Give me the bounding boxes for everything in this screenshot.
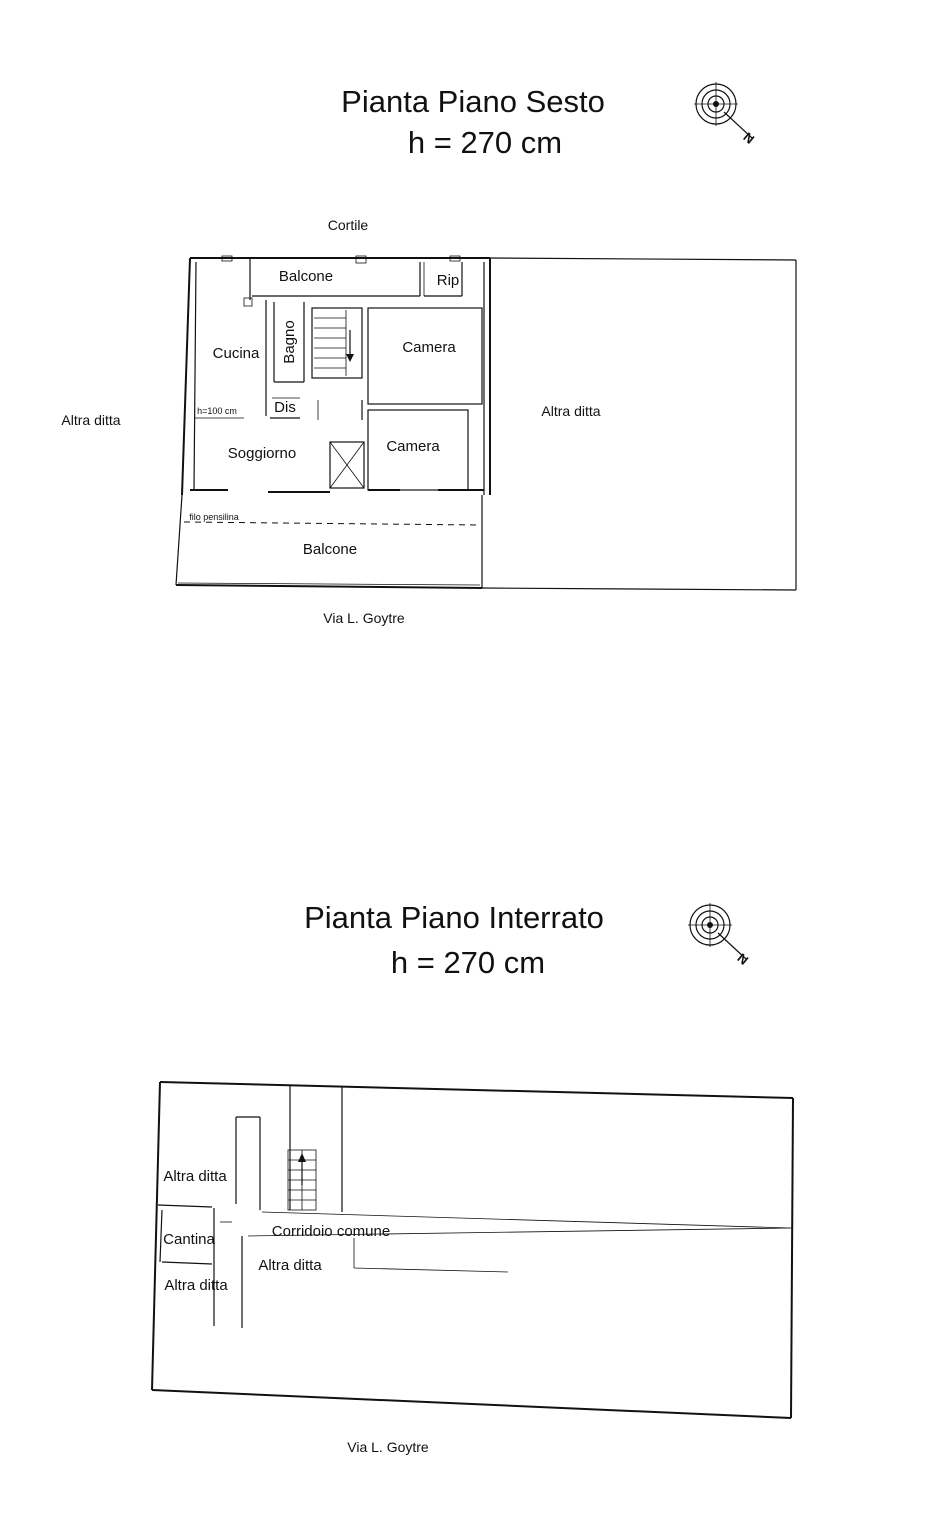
- label-balcone-bottom: Balcone: [303, 541, 357, 558]
- label-camera-2: Camera: [386, 438, 440, 455]
- label-h-note: h=100 cm: [197, 406, 237, 416]
- label-altra-ditta-1: Altra ditta: [163, 1168, 227, 1185]
- label-ripostiglio: Rip: [437, 272, 460, 289]
- plan-title: Pianta Piano Interrato: [304, 900, 604, 935]
- label-cucina: Cucina: [213, 345, 260, 362]
- svg-text:N: N: [740, 129, 757, 147]
- plan-sixth-floor: Pianta Piano Sesto h = 270 cm N Cortile: [61, 82, 797, 626]
- plan-title: Pianta Piano Sesto: [341, 84, 605, 119]
- label-altra-ditta-2: Altra ditta: [258, 1257, 322, 1274]
- plan-basement: Pianta Piano Interrato h = 270 cm N: [151, 900, 794, 1455]
- label-street: Via L. Goytre: [323, 610, 405, 626]
- label-disimpegno: Dis: [274, 399, 296, 416]
- label-bagno: Bagno: [281, 320, 298, 363]
- label-altra-ditta-left: Altra ditta: [61, 412, 120, 428]
- plan-height-label: h = 270 cm: [391, 945, 545, 980]
- plan-height-label: h = 270 cm: [408, 125, 562, 160]
- label-balcone-top: Balcone: [279, 268, 333, 285]
- svg-text:N: N: [734, 950, 751, 968]
- label-street: Via L. Goytre: [347, 1439, 429, 1455]
- label-soggiorno: Soggiorno: [228, 445, 296, 462]
- label-altra-ditta-3: Altra ditta: [164, 1277, 228, 1294]
- north-arrow-compass-icon: N: [694, 82, 757, 147]
- label-altra-ditta-right: Altra ditta: [541, 403, 600, 419]
- north-arrow-compass-icon: N: [688, 903, 751, 968]
- label-corridoio-comune: Corridoio comune: [272, 1223, 390, 1240]
- label-filo-pensilina: filo pensilina: [189, 512, 239, 522]
- label-camera-1: Camera: [402, 339, 456, 356]
- label-cantina: Cantina: [163, 1231, 215, 1248]
- label-cortile: Cortile: [328, 217, 369, 233]
